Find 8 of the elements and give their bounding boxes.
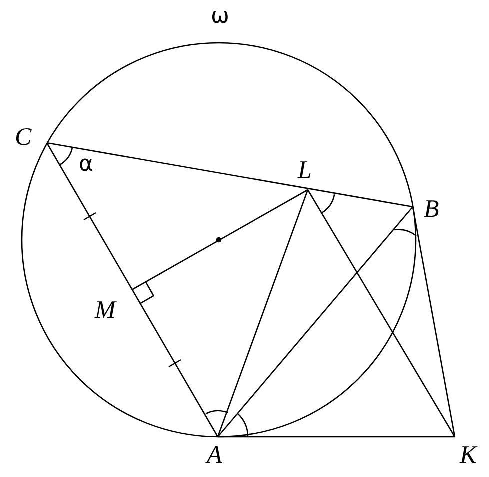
point-label: L [298, 158, 312, 183]
point-label: A [207, 443, 222, 468]
point-label: M [95, 298, 116, 323]
symbol-label: α [79, 154, 94, 176]
point-label: B [424, 197, 440, 222]
symbol-label: ω [211, 6, 230, 28]
point-label: C [15, 125, 32, 150]
point-label: K [460, 443, 477, 468]
